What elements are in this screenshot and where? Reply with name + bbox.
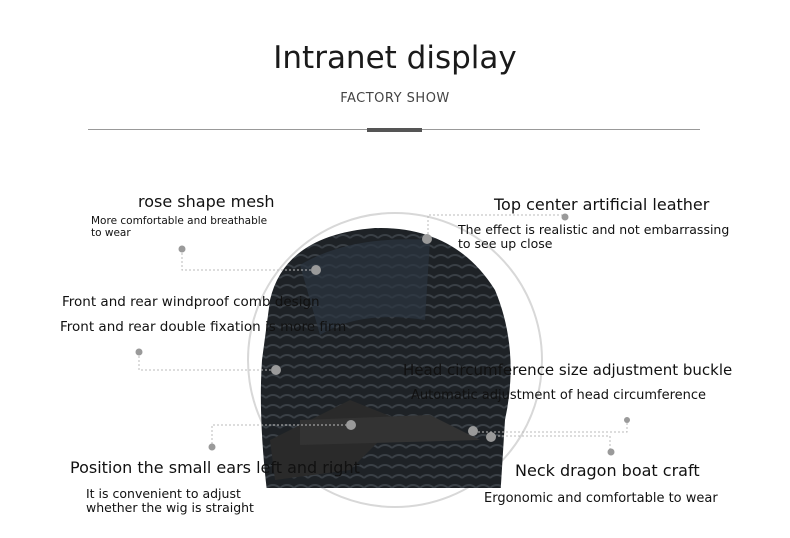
marker-dot [208,443,216,451]
page-title: Intranet display [273,40,517,76]
highlight-circle [247,212,543,508]
marker-dot [607,448,615,456]
feature-title-ears: Position the small ears left and right [70,458,360,477]
feature-title-rose-mesh: rose shape mesh [138,192,275,211]
marker-dot [422,234,432,244]
marker-dot [561,213,569,221]
marker-dot [624,417,630,423]
feature-desc-comb: Front and rear double fixation is more f… [60,319,347,335]
feature-title-comb: Front and rear windproof comb design [62,294,320,310]
feature-title-buckle: Head circumference size adjustment buckl… [403,361,733,379]
markers [135,213,630,456]
marker-dot [346,420,356,430]
divider-accent [367,128,422,132]
page-subtitle: FACTORY SHOW [340,91,450,106]
marker-dot [468,426,478,436]
leader-lines [138,214,628,452]
feature-desc-buckle: Automatic adjustment of head circumferen… [411,388,707,403]
wig-image [260,227,511,488]
feature-desc-neck: Ergonomic and comfortable to wear [484,491,718,506]
feature-title-neck: Neck dragon boat craft [515,461,700,480]
marker-dot [135,348,143,356]
feature-desc-top-leather: The effect is realistic and not embarras… [458,222,730,251]
marker-dot [311,265,321,275]
marker-dot [271,365,281,375]
marker-dot [486,432,496,442]
feature-title-top-leather: Top center artificial leather [494,195,710,214]
marker-dot [178,245,186,253]
